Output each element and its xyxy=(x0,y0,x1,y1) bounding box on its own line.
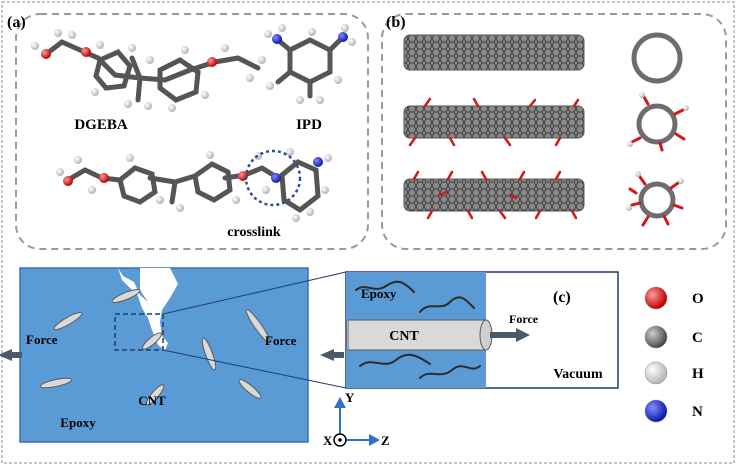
panel-c-vacuum-label: Vacuum xyxy=(553,367,603,382)
cnt-functionalized-side-2 xyxy=(403,170,585,220)
crosslink-highlight-circle xyxy=(244,149,302,207)
legend-label-o: O xyxy=(692,291,704,307)
x-axis-label: X xyxy=(323,433,333,448)
panel-a-frame xyxy=(15,13,369,250)
simulation-box xyxy=(0,267,347,443)
z-axis-label: Z xyxy=(381,433,390,448)
dgeba-label: DGEBA xyxy=(74,117,128,133)
zoom-line-top xyxy=(162,271,347,315)
legend-atom-o xyxy=(644,286,668,310)
y-axis-label: Y xyxy=(345,390,355,405)
y-axis-arrowhead xyxy=(334,397,346,408)
dgeba-molecule xyxy=(31,29,266,112)
crosslink-molecule xyxy=(56,148,332,222)
force-arrow-left xyxy=(0,349,22,361)
cnt-functionalized-cross-section-2 xyxy=(626,171,684,227)
cnt-pristine-cross-section xyxy=(631,32,683,84)
panel-c-label: (c) xyxy=(553,289,571,306)
panel-c-force-label: Force xyxy=(509,312,539,326)
panel-a-label: (a) xyxy=(7,14,26,31)
panel-c-cnt-label: CNT xyxy=(389,329,419,344)
zoom-region xyxy=(114,313,164,351)
z-axis-arrowhead xyxy=(369,434,380,446)
cnt-particles xyxy=(39,289,271,406)
crack xyxy=(118,268,168,350)
crosslink-label: crosslink xyxy=(227,225,281,240)
ipd-label: IPD xyxy=(296,117,322,133)
cnt-functionalized-side-1 xyxy=(403,97,585,147)
panel-b-label: (b) xyxy=(386,14,406,31)
cnt-cylinder xyxy=(347,319,487,351)
force-left-label: Force xyxy=(26,332,58,347)
panel-c xyxy=(345,271,619,389)
cnt-functionalized-cross-section-1 xyxy=(627,92,689,152)
legend-label-c: C xyxy=(692,330,703,346)
legend-atom-n xyxy=(644,399,668,423)
cnt-particle-label: CNT xyxy=(138,393,166,408)
legend-label-n: N xyxy=(692,404,703,420)
legend-label-h: H xyxy=(692,366,704,382)
epoxy-top-layer xyxy=(346,272,486,320)
atom-legend: O C H N xyxy=(644,286,704,423)
legend-atom-c xyxy=(644,325,668,349)
legend-atom-h xyxy=(644,361,668,385)
epoxy-matrix-label: Epoxy xyxy=(60,415,96,430)
cnt-pristine-side xyxy=(403,34,585,71)
ipd-molecule xyxy=(264,24,356,104)
panel-b-frame xyxy=(381,13,727,250)
force-arrow-c xyxy=(490,328,530,342)
zoom-line-bottom xyxy=(162,349,347,389)
force-arrow-right xyxy=(320,349,344,361)
panel-c-epoxy-label: Epoxy xyxy=(361,286,397,301)
coordinate-axes xyxy=(333,397,380,447)
force-right-label: Force xyxy=(265,333,297,348)
